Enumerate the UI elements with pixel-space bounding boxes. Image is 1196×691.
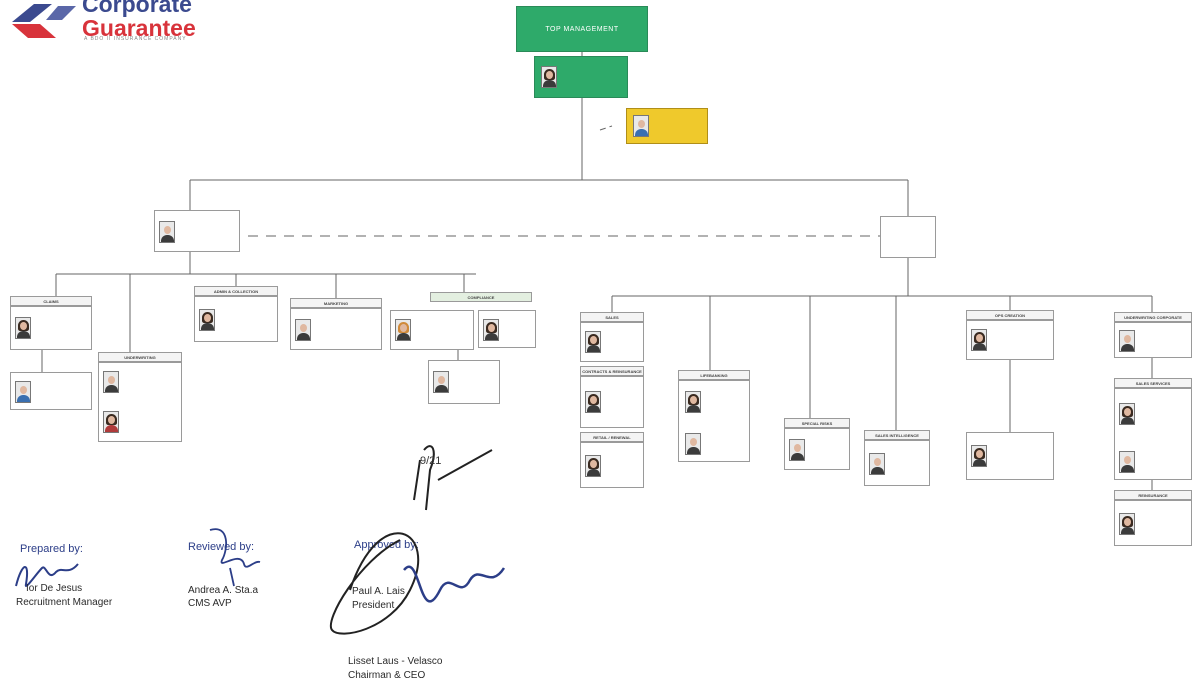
president-box — [534, 56, 628, 98]
company-name-line2: Guarantee — [82, 15, 196, 41]
claims-head-box — [10, 306, 92, 350]
chairman-title: Chairman & CEO — [348, 670, 426, 681]
compliance-header: COMPLIANCE — [430, 292, 532, 302]
chairman-name: Lisset Laus - Velasco — [348, 656, 443, 667]
approved-signature-icon — [329, 445, 506, 635]
special-risks-box — [784, 428, 850, 470]
compliance-staff1-photo — [395, 319, 411, 341]
sales-services-header: SALES SERVICES — [1114, 378, 1192, 388]
sales-box — [580, 322, 644, 362]
underwriting-box — [98, 362, 182, 442]
left-division-head-box — [154, 210, 240, 252]
admin-collection-header: ADMIN & COLLECTION — [194, 286, 278, 296]
prepared-signature-icon — [15, 563, 79, 587]
ops-staff-photo — [971, 445, 987, 467]
ops-creation-photo — [971, 329, 987, 351]
retail-photo — [585, 455, 601, 477]
prepared-by-name: Ior De Jesus — [26, 583, 83, 594]
advisor-box — [626, 108, 708, 144]
special-risks-photo — [789, 439, 805, 461]
sales-intelligence-header: SALES INTELLIGENCE — [864, 430, 930, 440]
admin-collection-photo — [199, 309, 215, 331]
reviewed-by-title: CMS AVP — [188, 598, 232, 609]
claims-head-photo — [15, 317, 31, 339]
underwriting-header: UNDERWRITING — [98, 352, 182, 362]
sales-services-box — [1114, 388, 1192, 480]
company-logo-icon — [12, 4, 76, 38]
compliance-staff3-box — [428, 360, 500, 404]
left-head-photo — [159, 221, 175, 243]
ops-creation-box — [966, 320, 1054, 360]
president-photo — [541, 66, 557, 88]
marketing-header: MARKETING — [290, 298, 382, 308]
sales-photo — [585, 331, 601, 353]
underwriting-corporate-header: UNDERWRITING CORPORATE — [1114, 312, 1192, 322]
compliance-staff2-box — [478, 310, 536, 348]
ops-creation-header: OPS CREATION — [966, 310, 1054, 320]
claims-staff-photo — [15, 381, 31, 403]
top-management-title: TOP MANAGEMENT — [545, 25, 619, 33]
marketing-photo — [295, 319, 311, 341]
top-management-box: TOP MANAGEMENT — [516, 6, 648, 52]
approved-by-label: Approved by: — [354, 539, 419, 551]
special-risks-header: SPECIAL RISKS — [784, 418, 850, 428]
claims-header: CLAIMS — [10, 296, 92, 306]
marketing-box — [290, 308, 382, 350]
reviewed-by-label: Reviewed by: — [188, 541, 255, 553]
claims-staff-box — [10, 372, 92, 410]
reinsurance-photo — [1119, 513, 1135, 535]
sales-intelligence-box — [864, 440, 930, 486]
underwriting-staff1-photo — [103, 371, 119, 393]
lifebanking-staff1-photo — [685, 391, 701, 413]
approval-date-mark: 9/21 — [420, 455, 442, 467]
contracts-header: CONTRACTS & REINSURANCE — [580, 366, 644, 376]
compliance-staff2-photo — [483, 319, 499, 341]
underwriting-staff2-photo — [103, 411, 119, 433]
reinsurance-header: REINSURANCE — [1114, 490, 1192, 500]
retail-header: RETAIL / RENEWAL — [580, 432, 644, 442]
company-name-line1: Corporate — [82, 0, 192, 17]
ops-staff-box — [966, 432, 1054, 480]
president-name: Paul A. Lais — [352, 586, 405, 597]
lifebanking-staff2-photo — [685, 433, 701, 455]
company-tagline: A BDO II INSURANCE COMPANY — [84, 36, 187, 42]
reviewed-by-name: Andrea A. Sta.a — [188, 585, 259, 596]
company-name: Corporate Guarantee — [82, 0, 196, 40]
retail-box — [580, 442, 644, 488]
sales-intelligence-photo — [869, 453, 885, 475]
admin-collection-box — [194, 296, 278, 342]
prepared-by-title: Recruitment Manager — [16, 597, 113, 608]
compliance-staff3-photo — [433, 371, 449, 393]
sales-services-staff1-photo — [1119, 403, 1135, 425]
underwriting-corporate-photo — [1119, 330, 1135, 352]
sales-header: SALES — [580, 312, 644, 322]
prepared-by-label: Prepared by: — [20, 543, 83, 555]
sales-services-staff2-photo — [1119, 451, 1135, 473]
lifebanking-box — [678, 380, 750, 462]
lifebanking-header: LIFEBANKING — [678, 370, 750, 380]
advisor-photo — [633, 115, 649, 137]
compliance-staff1-box — [390, 310, 474, 350]
right-division-head-box — [880, 216, 936, 258]
underwriting-corporate-box — [1114, 322, 1192, 358]
reinsurance-box — [1114, 500, 1192, 546]
reviewed-signature-icon — [209, 528, 261, 587]
contracts-photo — [585, 391, 601, 413]
contracts-box — [580, 376, 644, 428]
president-title: President — [352, 600, 395, 611]
